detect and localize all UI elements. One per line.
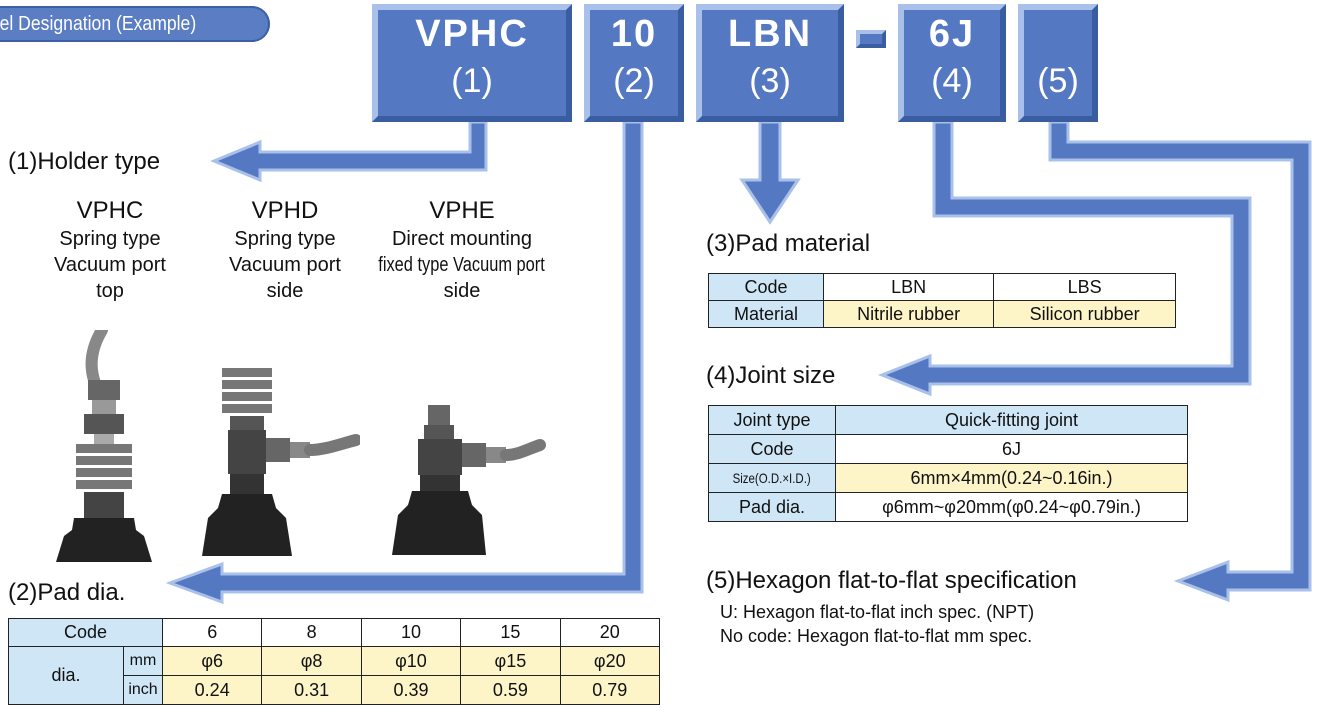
table-row: Pad dia. φ6mm~φ20mm(φ0.24~φ0.79in.) xyxy=(708,492,1188,522)
table-row: inch 0.24 0.31 0.39 0.59 0.79 xyxy=(9,675,661,705)
pad-dia-table: Code 6 8 10 15 20 dia. mm φ6 φ8 φ10 φ15 … xyxy=(8,618,661,705)
arrow-pad-material xyxy=(739,120,801,225)
table-row: Code 6 8 10 15 20 xyxy=(8,618,661,647)
pad-material-heading: (3)Pad material xyxy=(706,230,871,257)
variant-line: top xyxy=(96,280,124,302)
holder-type-heading: (1)Holder type xyxy=(8,148,161,175)
pad-material-table: Code LBN LBS Material Nitrile rubber Sil… xyxy=(708,273,1176,328)
hexagon-heading: (5)Hexagon flat-to-flat specification xyxy=(706,567,1077,594)
variant-line: Direct mounting xyxy=(391,228,533,250)
table-cell: 20 xyxy=(559,618,661,647)
table-cell: 15 xyxy=(460,618,561,647)
code-pad-material: LBN xyxy=(727,13,813,55)
table-cell: 6mm×4mm(0.24~0.16in.) xyxy=(835,463,1188,493)
code-hexagon xyxy=(1024,14,1092,54)
variant-line: fixed type Vacuum port xyxy=(378,254,546,276)
table-cell: LBN xyxy=(822,273,995,301)
joint-size-heading: (4)Joint size xyxy=(706,362,836,389)
table-row: Code LBN LBS xyxy=(708,273,1176,301)
vphd-illustration xyxy=(202,368,360,556)
hexagon-note-mm: No code: Hexagon flat-to-flat mm spec. xyxy=(720,626,1033,646)
code-box-pad-material: LBN (3) xyxy=(696,4,844,122)
table-cell: φ6 xyxy=(161,646,263,676)
arrow-hexagon xyxy=(1048,120,1312,603)
table-cell: 0.24 xyxy=(161,675,263,705)
model-designation-title: odel Designation (Example) xyxy=(0,6,270,42)
table-cell: 0.31 xyxy=(261,675,362,705)
code-pad-dia: 10 xyxy=(610,13,658,55)
code-number-1: (1) xyxy=(451,62,493,100)
table-header-inch: inch xyxy=(123,675,163,705)
table-cell: LBS xyxy=(993,273,1176,301)
table-header-code: Code xyxy=(8,618,163,647)
table-row: dia. mm φ6 φ8 φ10 φ15 φ20 xyxy=(8,646,661,705)
table-row: Size(O.D.×I.D.) 6mm×4mm(0.24~0.16in.) xyxy=(708,463,1188,493)
table-cell: 0.59 xyxy=(460,675,561,705)
table-cell: Silicon rubber xyxy=(993,300,1176,328)
hyphen-separator xyxy=(856,30,886,48)
code-box-hexagon: (5) xyxy=(1018,4,1098,122)
variant-vphc: VPHC Spring type Vacuum port top xyxy=(30,196,190,304)
vphe-illustration xyxy=(392,405,546,555)
table-cell: Quick-fitting joint xyxy=(835,405,1188,435)
code-box-holder: VPHC (1) xyxy=(372,4,572,122)
variant-line: Spring type xyxy=(234,228,336,250)
table-cell: φ6mm~φ20mm(φ0.24~φ0.79in.) xyxy=(835,492,1188,522)
variant-line: Spring type xyxy=(59,228,161,250)
code-holder: VPHC xyxy=(415,13,529,55)
code-number-3: (3) xyxy=(749,62,791,100)
table-header-joint-type: Joint type xyxy=(708,405,836,435)
arrow-joint-size xyxy=(877,120,1252,397)
table-header-code: Code xyxy=(708,273,824,301)
variant-name: VPHE xyxy=(429,197,495,224)
variant-name: VPHC xyxy=(76,197,144,224)
variant-line: side xyxy=(443,280,481,302)
variant-line: Vacuum port xyxy=(54,254,166,276)
table-header-size: Size(O.D.×I.D.) xyxy=(708,463,836,493)
table-row: Code 6J xyxy=(708,434,1188,464)
table-cell: φ20 xyxy=(559,646,661,676)
joint-size-table: Joint type Quick-fitting joint Code 6J S… xyxy=(708,405,1188,522)
variant-vphe: VPHE Direct mounting fixed type Vacuum p… xyxy=(352,196,572,304)
table-row: Material Nitrile rubber Silicon rubber xyxy=(708,300,1176,328)
table-header-dia: dia. xyxy=(8,646,124,705)
vphc-illustration xyxy=(56,330,152,562)
table-header-pad-dia: Pad dia. xyxy=(708,492,836,522)
table-header-mm: mm xyxy=(123,646,163,676)
table-cell: φ15 xyxy=(460,646,561,676)
table-cell: φ10 xyxy=(360,646,462,676)
table-cell: Nitrile rubber xyxy=(822,300,995,328)
table-cell: φ8 xyxy=(261,646,362,676)
table-cell: 10 xyxy=(360,618,462,647)
code-number-2: (2) xyxy=(613,62,655,100)
pad-dia-heading: (2)Pad dia. xyxy=(8,579,126,606)
table-row: Joint type Quick-fitting joint xyxy=(708,405,1188,435)
table-header-material: Material xyxy=(708,300,824,328)
variant-vphd: VPHD Spring type Vacuum port side xyxy=(210,196,360,304)
variant-line: side xyxy=(266,280,304,302)
table-cell: 6J xyxy=(835,434,1188,464)
code-joint: 6J xyxy=(928,13,976,55)
table-cell: 0.39 xyxy=(360,675,462,705)
code-number-5: (5) xyxy=(1037,62,1079,100)
variant-line: Vacuum port xyxy=(229,254,341,276)
arrow-pad-dia xyxy=(165,120,644,605)
hexagon-note-inch: U: Hexagon flat-to-flat inch spec. (NPT) xyxy=(720,602,1035,622)
table-cell: 8 xyxy=(261,618,362,647)
table-header-code: Code xyxy=(708,434,836,464)
code-number-4: (4) xyxy=(931,62,973,100)
variant-name: VPHD xyxy=(251,197,319,224)
table-cell: 0.79 xyxy=(559,675,661,705)
arrow-holder-type xyxy=(210,120,488,183)
table-cell: 6 xyxy=(161,618,263,647)
code-box-pad-dia: 10 (2) xyxy=(584,4,684,122)
code-box-joint: 6J (4) xyxy=(898,4,1006,122)
